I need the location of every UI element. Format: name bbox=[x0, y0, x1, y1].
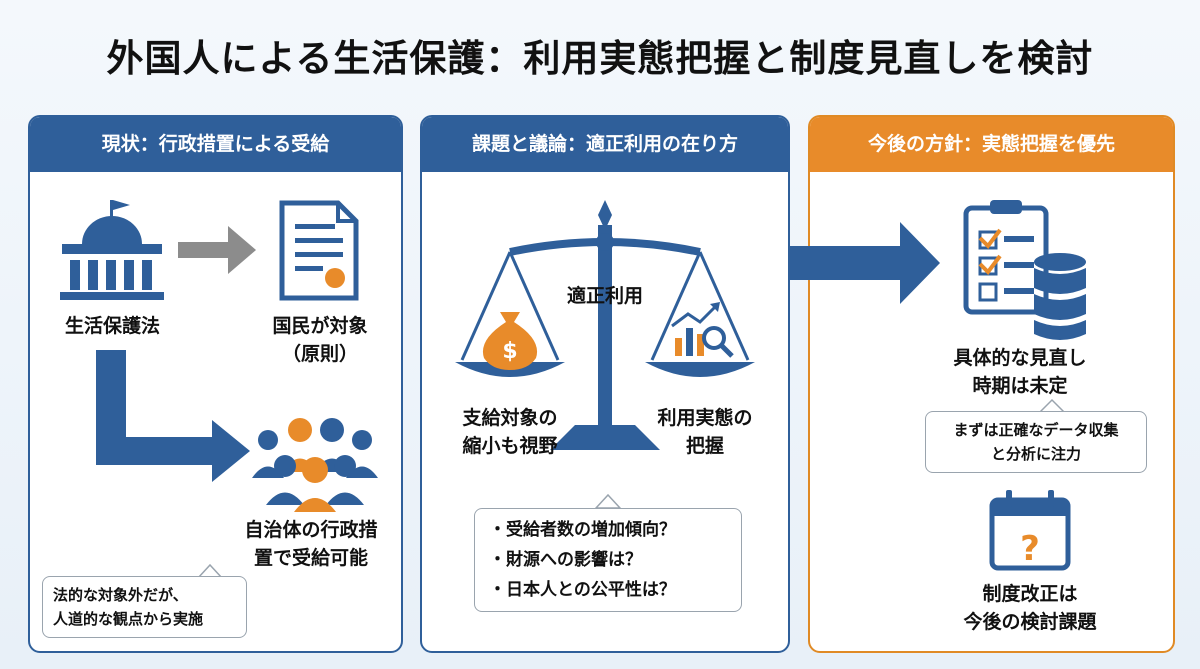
issue-bullets: ・受給者数の増加傾向？ ・財源への影響は？ ・日本人との公平性は？ bbox=[474, 508, 742, 612]
data-callout-line-2: と分析に注力 bbox=[990, 445, 1081, 463]
label-review-timing: 具体的な見直し 時期は未定 bbox=[953, 347, 1087, 397]
panel-header-issues: 課題と議論：適正利用の在り方 bbox=[422, 117, 788, 172]
balance-scale-icon bbox=[455, 200, 755, 450]
label-proper-use: 適正利用 bbox=[566, 285, 643, 307]
document-certificate-icon bbox=[279, 200, 359, 301]
panel-current-status: 現状：行政措置による受給 bbox=[28, 115, 403, 653]
label-right-pan: 利用実態の 把握 bbox=[657, 407, 753, 457]
data-callout-line-1: まずは正確なデータ収集 bbox=[953, 421, 1119, 439]
people-group-icon bbox=[252, 418, 378, 512]
bullet-item: ・受給者数の増加傾向？ bbox=[489, 520, 676, 540]
label-municipal-measure: 自治体の行政措 置で受給可能 bbox=[244, 519, 378, 569]
label-welfare-law: 生活保護法 bbox=[64, 315, 160, 337]
database-icon bbox=[1034, 253, 1086, 340]
data-collection-callout: まずは正確なデータ収集 と分析に注力 bbox=[925, 411, 1147, 473]
svg-text:?: ? bbox=[1020, 529, 1040, 569]
blue-flow-arrow bbox=[96, 350, 250, 482]
gray-arrow-right bbox=[178, 226, 256, 274]
panel-header-current: 現状：行政措置による受給 bbox=[30, 117, 401, 172]
money-bag-icon: $ bbox=[482, 312, 538, 370]
government-building-icon bbox=[60, 200, 164, 300]
bullet-item: ・財源への影響は？ bbox=[489, 550, 642, 570]
legal-callout-line-1: 法的な対象外だが、 bbox=[53, 586, 188, 604]
calendar-question-icon: ? bbox=[989, 490, 1071, 571]
label-reform-issue: 制度改正は 今後の検討課題 bbox=[963, 583, 1097, 633]
label-left-pan: 支給対象の 縮小も視野 bbox=[462, 407, 558, 457]
label-citizens-principle: 国民が対象 （原則） bbox=[272, 315, 368, 365]
chart-magnifier-icon bbox=[671, 302, 734, 358]
svg-text:$: $ bbox=[502, 339, 517, 364]
bullets-pointer bbox=[594, 493, 622, 509]
blue-arrow-to-policy bbox=[790, 222, 940, 304]
legal-callout-line-2: 人道的な観点から実施 bbox=[53, 610, 204, 628]
panel-header-future: 今後の方針：実態把握を優先 bbox=[810, 117, 1173, 172]
legal-callout: 法的な対象外だが、 人道的な観点から実施 bbox=[42, 576, 247, 638]
bullet-item: ・日本人との公平性は？ bbox=[489, 580, 676, 600]
page-title: 外国人による生活保護：利用実態把握と制度見直しを検討 bbox=[106, 37, 1094, 80]
